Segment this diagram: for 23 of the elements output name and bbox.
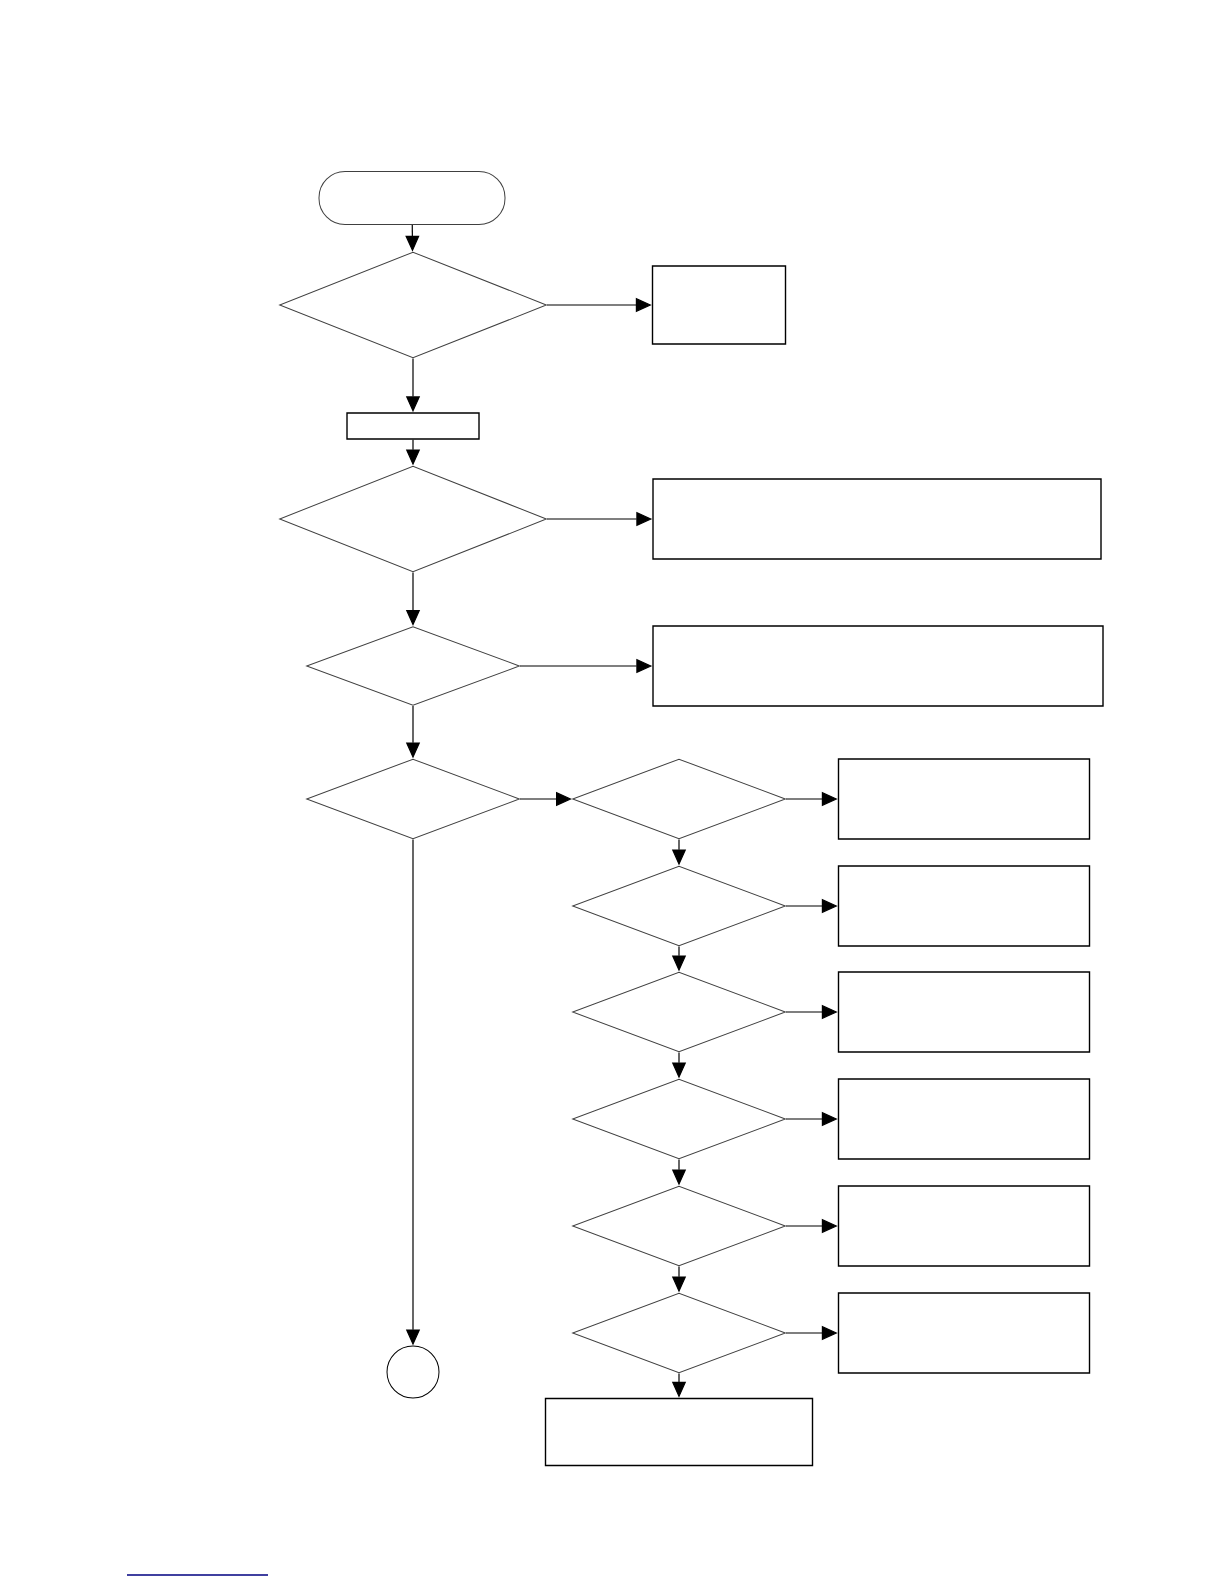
decision-diamond <box>306 758 520 840</box>
process-box <box>837 1078 1091 1160</box>
decision-diamond <box>572 758 786 840</box>
process-box <box>652 625 1104 707</box>
terminal-box <box>318 171 506 225</box>
process-box <box>837 971 1091 1053</box>
process-box <box>652 478 1102 560</box>
decision-diamond <box>279 465 547 573</box>
decision-diamond <box>572 1185 786 1267</box>
process-box <box>837 758 1091 840</box>
decision-diamond <box>279 251 547 359</box>
process-box <box>837 1292 1091 1374</box>
process-box <box>544 1397 814 1467</box>
decision-diamond <box>572 1292 786 1374</box>
decision-diamond <box>572 971 786 1053</box>
connector-circle <box>386 1345 440 1399</box>
decision-diamond <box>572 1078 786 1160</box>
decision-diamond <box>572 865 786 947</box>
decision-diamond <box>306 626 520 706</box>
process-box <box>651 265 787 345</box>
process-box <box>837 1185 1091 1267</box>
process-box <box>837 865 1091 947</box>
process-box <box>346 412 480 440</box>
